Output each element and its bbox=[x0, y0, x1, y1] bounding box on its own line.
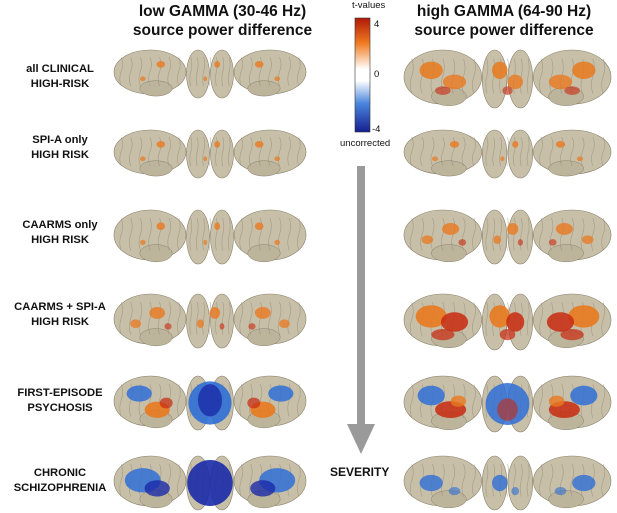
colorbar-min: -4 bbox=[372, 124, 381, 135]
brain-view bbox=[481, 209, 534, 265]
brain-view bbox=[403, 129, 482, 177]
brain-view bbox=[233, 455, 307, 509]
colorbar-max: 4 bbox=[374, 19, 380, 30]
header-low-gamma-line1: low GAMMA (30-46 Hz) bbox=[138, 3, 307, 20]
brain-view bbox=[532, 49, 612, 106]
row-label-spi-a-only-high-risk: SPI-A only HIGH RISK bbox=[0, 133, 120, 163]
colorbar-legend: t-values 4 0 -4 uncorrected bbox=[338, 0, 406, 160]
brain-view bbox=[481, 129, 534, 179]
brain-panel-high-gamma-chronic bbox=[403, 455, 612, 511]
brain-view bbox=[233, 375, 307, 429]
header-low-gamma: low GAMMA (30-46 Hz) source power differ… bbox=[100, 2, 345, 40]
colorbar-mid: 0 bbox=[374, 69, 380, 80]
row-label-line: HIGH RISK bbox=[31, 316, 89, 328]
severity-label: SEVERITY bbox=[330, 465, 390, 479]
brain-panel-high-gamma-caarms bbox=[403, 209, 612, 265]
header-high-gamma: high GAMMA (64-90 Hz) source power diffe… bbox=[388, 2, 617, 40]
brain-view bbox=[113, 129, 187, 177]
brain-view bbox=[113, 49, 187, 97]
colorbar-title: t-values bbox=[352, 0, 386, 11]
brain-view bbox=[186, 129, 234, 179]
colorbar-note: uncorrected bbox=[340, 138, 391, 149]
brain-panel-high-gamma-all-clinical bbox=[403, 49, 612, 109]
row-label-chronic-schizophrenia: CHRONIC SCHIZOPHRENIA bbox=[0, 466, 120, 496]
brain-view bbox=[481, 455, 534, 511]
brain-view bbox=[186, 49, 234, 99]
brain-view bbox=[532, 455, 612, 509]
brain-panel-high-gamma-spi-a bbox=[403, 129, 612, 179]
brain-view bbox=[113, 455, 187, 509]
brain-view bbox=[532, 293, 612, 349]
brain-view bbox=[403, 49, 482, 106]
brain-panel-high-gamma-caarms-spi-a bbox=[403, 293, 612, 351]
header-high-gamma-line2: source power difference bbox=[414, 22, 594, 39]
brain-view bbox=[403, 293, 482, 349]
brain-view bbox=[233, 129, 307, 177]
brain-view bbox=[481, 293, 534, 351]
brain-view bbox=[233, 49, 307, 97]
row-label-all-clinical-high-risk: all CLINICAL HIGH-RISK bbox=[0, 62, 120, 92]
row-label-line: HIGH RISK bbox=[31, 234, 89, 246]
brain-view bbox=[186, 455, 234, 511]
brain-view bbox=[233, 209, 307, 263]
row-label-line: CHRONIC bbox=[33, 467, 87, 479]
row-label-line: CAARMS only bbox=[22, 219, 98, 231]
row-label-line: PSYCHOSIS bbox=[27, 402, 93, 414]
row-label-line: SCHIZOPHRENIA bbox=[13, 482, 107, 494]
brain-panel-low-gamma-first-episode bbox=[113, 375, 307, 431]
row-label-line: HIGH-RISK bbox=[30, 78, 90, 90]
row-label-caarms-only-high-risk: CAARMS only HIGH RISK bbox=[0, 218, 120, 248]
brain-view bbox=[532, 375, 612, 431]
row-label-line: FIRST-EPISODE bbox=[17, 387, 103, 399]
row-label-line: all CLINICAL bbox=[26, 63, 94, 75]
brain-view bbox=[403, 455, 482, 509]
severity-arrow bbox=[347, 166, 375, 454]
brain-view bbox=[403, 209, 482, 263]
brain-view bbox=[186, 209, 234, 265]
header-high-gamma-line1: high GAMMA (64-90 Hz) bbox=[416, 3, 592, 20]
brain-panel-low-gamma-chronic bbox=[113, 455, 307, 511]
header-low-gamma-line2: source power difference bbox=[132, 22, 313, 39]
brain-view bbox=[481, 375, 534, 433]
brain-view bbox=[113, 293, 187, 347]
row-label-line: HIGH RISK bbox=[31, 149, 89, 161]
brain-panel-low-gamma-spi-a bbox=[113, 129, 307, 179]
brain-view bbox=[233, 293, 307, 347]
row-label-caarms-spi-a-high-risk: CAARMS + SPI-A HIGH RISK bbox=[0, 300, 120, 330]
colorbar bbox=[354, 17, 371, 133]
brain-view bbox=[113, 209, 187, 263]
brain-panel-high-gamma-first-episode bbox=[403, 375, 612, 433]
brain-view bbox=[186, 293, 234, 349]
brain-view bbox=[186, 375, 234, 431]
brain-view bbox=[113, 375, 187, 429]
row-label-first-episode-psychosis: FIRST-EPISODE PSYCHOSIS bbox=[0, 386, 120, 416]
colorbar-gradient bbox=[354, 17, 371, 133]
row-label-line: CAARMS + SPI-A bbox=[14, 301, 106, 313]
brain-view bbox=[481, 49, 534, 109]
brain-view bbox=[532, 129, 612, 177]
brain-view bbox=[403, 375, 482, 431]
brain-panel-low-gamma-all-clinical bbox=[113, 49, 307, 99]
row-label-line: SPI-A only bbox=[32, 134, 88, 146]
brain-panel-low-gamma-caarms bbox=[113, 209, 307, 265]
brain-panel-low-gamma-caarms-spi-a bbox=[113, 293, 307, 349]
brain-view bbox=[532, 209, 612, 263]
